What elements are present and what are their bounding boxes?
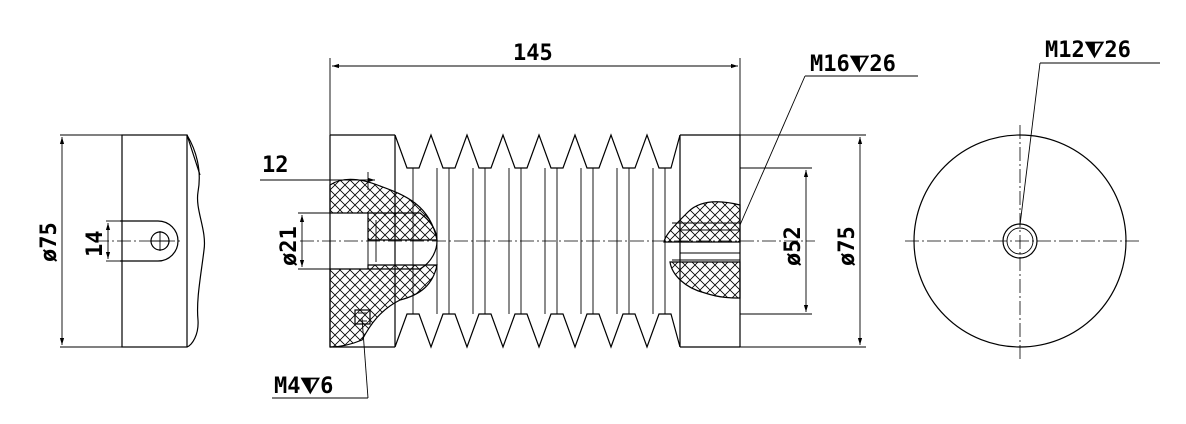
- dim-outer-diameter-front: ø75: [835, 226, 860, 266]
- end-view: [905, 62, 1160, 360]
- dim-inner-diameter: ø52: [781, 226, 806, 266]
- dim-overall-length: 145: [513, 41, 553, 66]
- callout-m16-thread: M16⧨26: [810, 52, 896, 77]
- dim-thread-bore-diameter: ø21: [277, 226, 302, 266]
- callout-m12-thread: M12⧨26: [1045, 38, 1131, 63]
- dim-counterbore-depth: 12: [262, 153, 289, 178]
- dim-diameter-left: ø75: [37, 222, 62, 262]
- dim-slot-width: 14: [83, 231, 108, 258]
- side-view: [59, 134, 206, 348]
- callout-m4-thread: M4⧨6: [274, 374, 333, 399]
- front-view: [260, 58, 918, 399]
